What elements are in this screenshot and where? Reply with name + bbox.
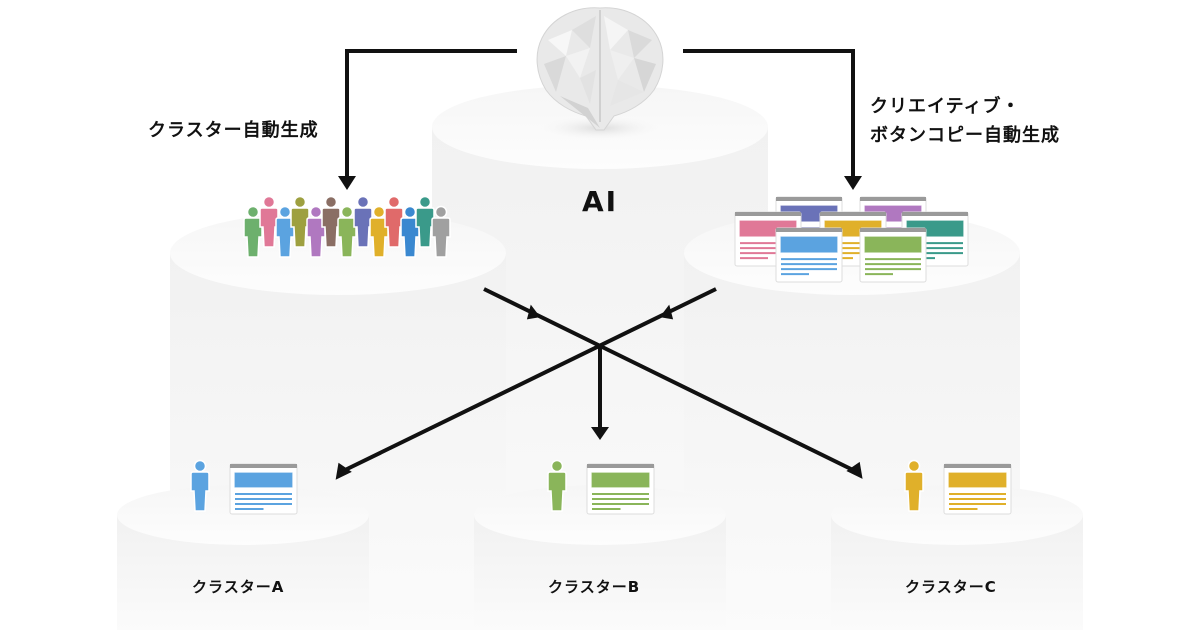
cluster-generation-label: クラスター自動生成 <box>148 120 319 141</box>
cluster-person-icon <box>547 459 567 512</box>
cluster-c-pedestal <box>831 485 1083 630</box>
person-icon <box>353 195 373 248</box>
cluster-icons <box>190 459 1012 515</box>
person-icon <box>306 205 326 258</box>
creative-card <box>775 227 843 283</box>
creative-cards-icon <box>734 196 969 283</box>
cluster-b-pedestal <box>474 485 726 630</box>
person-icon <box>369 205 389 258</box>
arrow-to-clusters <box>338 49 517 190</box>
brain-icon <box>536 7 664 131</box>
person-icon <box>431 205 451 258</box>
creative-generation-label-line1: クリエイティブ・ <box>870 96 1021 117</box>
cluster-creative-card <box>229 463 298 515</box>
person-icon <box>321 195 341 248</box>
cluster-c-label: クラスターC <box>905 578 997 596</box>
cluster-person-icon <box>904 459 924 512</box>
people-group-icon <box>243 195 451 258</box>
person-icon <box>259 195 279 248</box>
creative-card <box>859 227 927 283</box>
arrow-to-creatives <box>683 49 862 190</box>
cluster-creative-card <box>943 463 1012 515</box>
person-icon <box>337 205 357 258</box>
person-icon <box>384 195 404 248</box>
ai-label: AI <box>582 185 619 218</box>
person-icon <box>243 205 263 258</box>
person-icon <box>415 195 435 248</box>
cluster-a-label: クラスターA <box>192 578 285 596</box>
creative-generation-label-line2: ボタンコピー自動生成 <box>870 125 1060 146</box>
cluster-creative-card <box>586 463 655 515</box>
cluster-a-pedestal <box>117 485 369 630</box>
creative-generation-label: クリエイティブ・ ボタンコピー自動生成 <box>870 92 1060 150</box>
person-icon <box>290 195 310 248</box>
cluster-person-icon <box>190 459 210 512</box>
cluster-b-label: クラスターB <box>548 578 641 596</box>
cross-arrows <box>335 287 863 480</box>
